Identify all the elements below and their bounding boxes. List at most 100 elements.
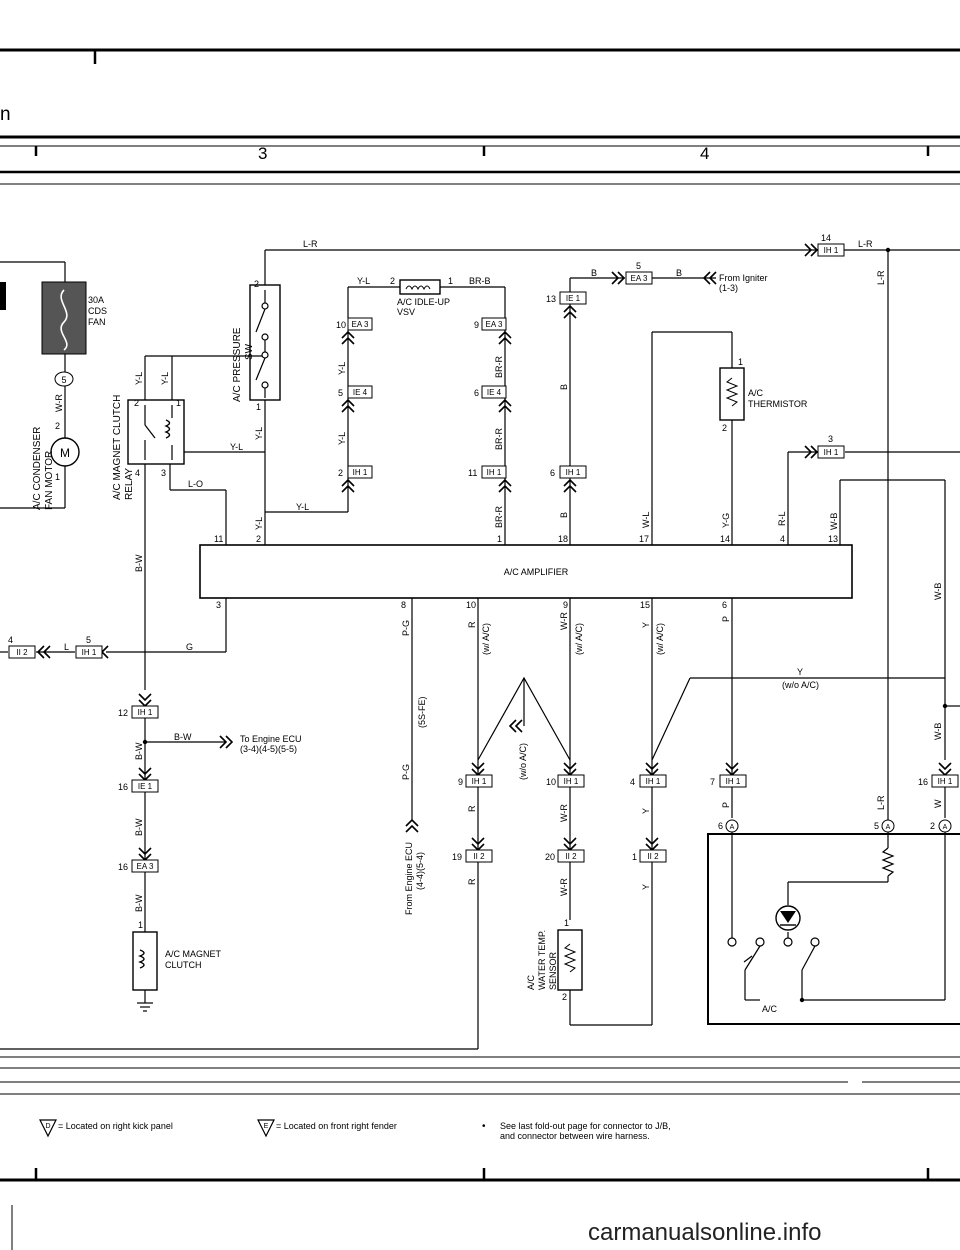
svg-text:11: 11: [468, 468, 477, 478]
svg-text:G: G: [186, 642, 193, 652]
svg-text:1: 1: [256, 402, 261, 412]
svg-text:II 2: II 2: [473, 852, 485, 861]
svg-text:R: R: [467, 805, 477, 812]
svg-text:(w/o A/C): (w/o A/C): [782, 680, 819, 690]
svg-text:30A: 30A: [88, 295, 104, 305]
svg-text:2: 2: [930, 821, 935, 831]
svg-text:L: L: [64, 642, 69, 652]
connector-ih1-5: IH 1 5: [75, 635, 103, 659]
ac-switch-terminal-2: A 2: [930, 819, 952, 833]
magnet-clutch-title: A/C MAGNET: [165, 949, 222, 959]
svg-text:Y-G: Y-G: [721, 513, 731, 528]
magnet-clutch: [132, 931, 158, 991]
svg-text:= Located on front right fende: = Located on front right fender: [276, 1121, 397, 1131]
svg-text:L-R: L-R: [876, 270, 886, 285]
amplifier-top-pins: 11 2 1 18 17 14 4 13: [214, 534, 838, 544]
svg-text:From Igniter: From Igniter: [719, 273, 768, 283]
legend-location-e: E = Located on front right fender: [257, 1119, 397, 1138]
svg-text:2: 2: [134, 398, 139, 408]
connector-ie4-6: IE 4 6: [474, 385, 507, 399]
svg-text:IH 1: IH 1: [82, 648, 97, 657]
connector-ie1-16: IE 1 16: [118, 779, 159, 793]
fan-motor: M: [50, 437, 80, 467]
svg-text:IH 1: IH 1: [472, 777, 487, 786]
svg-text:IH 1: IH 1: [646, 777, 661, 786]
svg-text:1: 1: [632, 852, 637, 862]
svg-text:(4-4)(5-4): (4-4)(5-4): [415, 852, 425, 890]
svg-text:6: 6: [550, 468, 555, 478]
legend-location-d: D = Located on right kick panel: [39, 1119, 173, 1138]
connector-ih1-3: IH 1 3: [817, 434, 845, 459]
connector-ih1-16: IH 1 16: [918, 774, 959, 788]
connector-ii2-19: II 2 19: [452, 849, 493, 863]
svg-text:II 2: II 2: [16, 648, 28, 657]
svg-text:Y-L: Y-L: [254, 427, 264, 440]
svg-text:WATER TEMP.: WATER TEMP.: [537, 930, 547, 990]
connector-ea3-5: EA 3 5: [625, 261, 653, 285]
header-frame: [0, 48, 960, 185]
svg-text:Y-L: Y-L: [337, 362, 347, 375]
water-temp-sensor: [557, 929, 583, 991]
svg-text:B: B: [559, 512, 569, 518]
svg-text:W-L: W-L: [641, 512, 651, 528]
svg-text:L-R: L-R: [303, 239, 318, 249]
svg-text:W-R: W-R: [54, 394, 64, 412]
svg-text:10: 10: [546, 777, 556, 787]
svg-text:W: W: [933, 799, 943, 808]
connector-ih1-4: IH 1 4: [630, 774, 667, 788]
svg-text:SENSOR: SENSOR: [548, 951, 558, 990]
svg-text:IH 1: IH 1: [564, 777, 579, 786]
connector-ih1-2: IH 1 2: [338, 465, 373, 479]
ac-switch-terminal-5: A 5: [874, 819, 895, 833]
ac-indicator-lamp: [775, 905, 801, 931]
svg-text:9: 9: [458, 777, 463, 787]
svg-text:1: 1: [564, 918, 569, 928]
svg-text:1: 1: [138, 920, 143, 930]
fuse-30a-cds-fan: [41, 281, 87, 355]
ac-switch-terminal-6: A 6: [718, 819, 739, 833]
svg-text:EA 3: EA 3: [486, 320, 503, 329]
svg-text:(1-3): (1-3): [719, 283, 738, 293]
svg-text:IE 4: IE 4: [487, 388, 502, 397]
svg-text:Y-L: Y-L: [134, 372, 144, 385]
svg-text:1: 1: [176, 398, 181, 408]
svg-text:P-G: P-G: [401, 620, 411, 636]
svg-text:Y-L: Y-L: [254, 517, 264, 530]
svg-text:(5S-FE): (5S-FE): [417, 696, 427, 728]
connector-ih1-7: IH 1 7: [710, 774, 747, 788]
svg-text:IH 1: IH 1: [726, 777, 741, 786]
svg-text:(w/ A/C): (w/ A/C): [481, 623, 491, 655]
svg-text:= Located on right kick panel: = Located on right kick panel: [58, 1121, 173, 1131]
connector-ih1-10: IH 1 10: [546, 774, 585, 788]
svg-text:2: 2: [562, 992, 567, 1002]
svg-text:15: 15: [640, 600, 650, 610]
column-3-label: 3: [258, 144, 267, 163]
svg-text:20: 20: [545, 852, 555, 862]
svg-text:IH 1: IH 1: [824, 448, 839, 457]
svg-text:EA 3: EA 3: [631, 274, 648, 283]
idle-up-vsv: [399, 279, 441, 295]
svg-text:5: 5: [338, 388, 343, 398]
svg-text:IH 1: IH 1: [353, 468, 368, 477]
svg-text:5: 5: [61, 375, 66, 385]
connector-ie1-13: IE 1 13: [546, 291, 587, 305]
svg-text:•: •: [482, 1121, 486, 1132]
svg-text:EA 3: EA 3: [352, 320, 369, 329]
svg-text:(3-4)(4-5)(5-5): (3-4)(4-5)(5-5): [240, 744, 297, 754]
svg-text:IH 1: IH 1: [566, 468, 581, 477]
svg-text:W-B: W-B: [829, 513, 839, 530]
svg-text:CDS: CDS: [88, 306, 107, 316]
svg-text:19: 19: [452, 852, 462, 862]
svg-text:1: 1: [55, 472, 60, 482]
connector-ih1-12: IH 1 12: [118, 705, 159, 719]
connector-ea3-9: EA 3 9: [474, 317, 507, 331]
svg-text:14: 14: [720, 534, 730, 544]
svg-text:L-R: L-R: [858, 239, 873, 249]
ac-switch-label: A/C: [762, 1004, 778, 1014]
svg-text:5: 5: [874, 821, 879, 831]
svg-text:17: 17: [639, 534, 649, 544]
watermark: carmanualsonline.info: [588, 1219, 821, 1246]
svg-text:1: 1: [738, 357, 743, 367]
svg-text:Y-L: Y-L: [160, 372, 170, 385]
